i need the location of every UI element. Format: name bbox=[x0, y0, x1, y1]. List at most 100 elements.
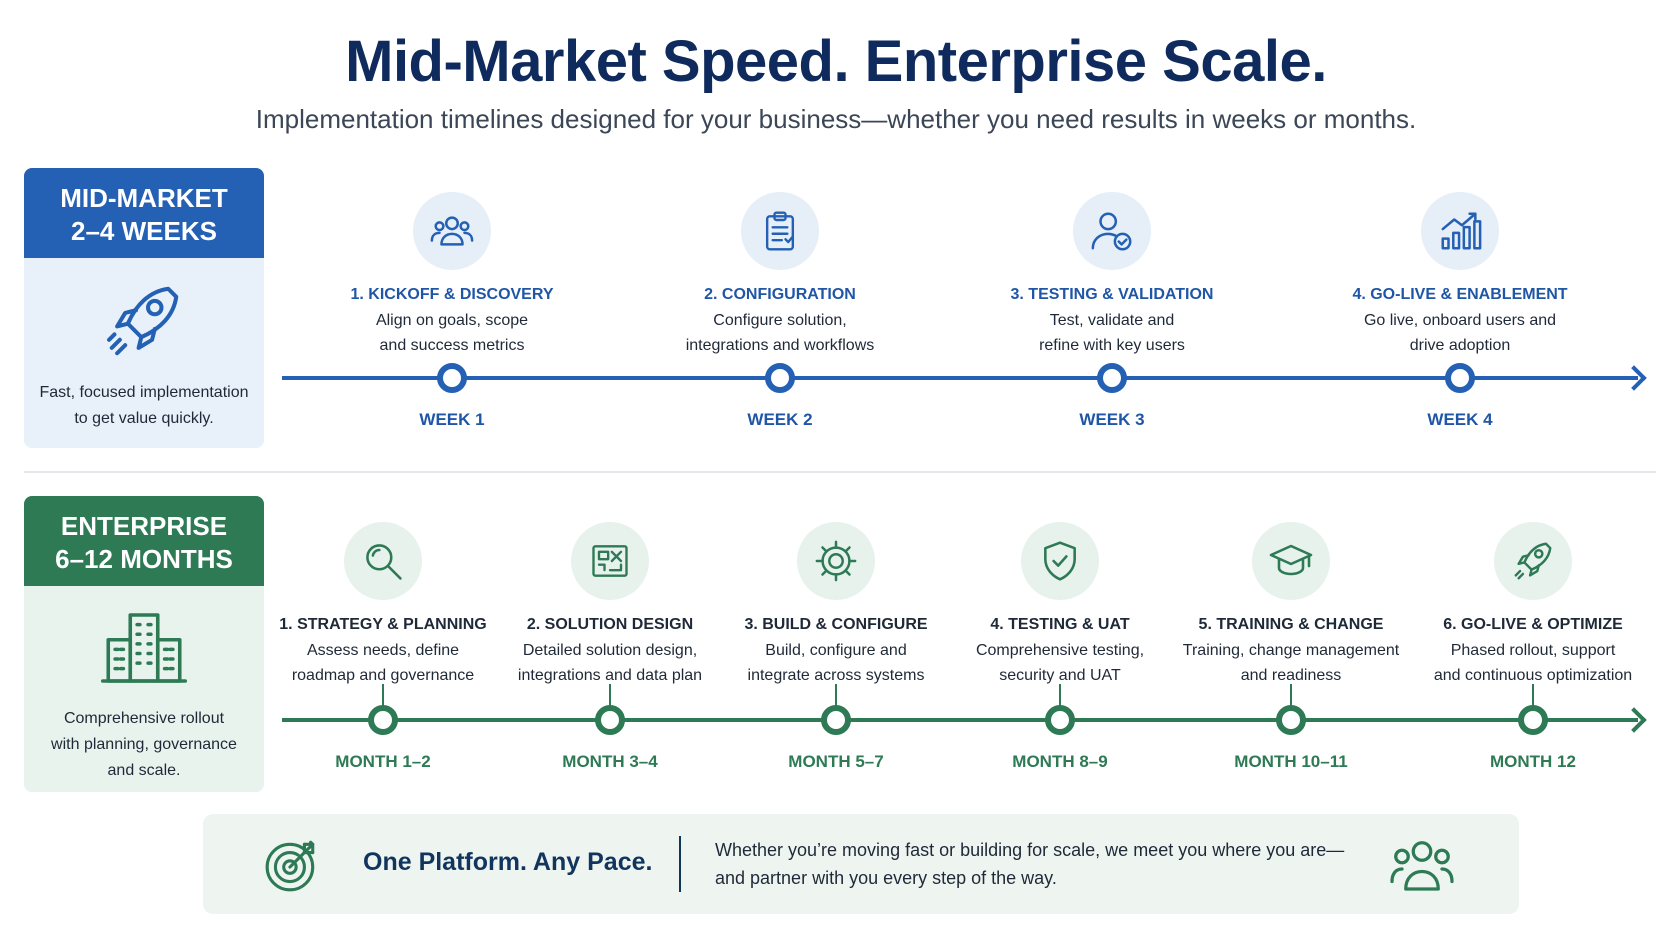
phase-label: MONTH 8–9 bbox=[1012, 752, 1108, 771]
step-desc: refine with key users bbox=[1039, 337, 1185, 354]
phase-label: WEEK 4 bbox=[1427, 410, 1493, 429]
rocket-icon bbox=[1514, 542, 1552, 580]
enterprise-card-desc: Comprehensive rollout bbox=[63, 710, 225, 727]
mid-market-timeline-arrow bbox=[1621, 365, 1647, 391]
step-desc: Test, validate and bbox=[1049, 312, 1175, 329]
step-icon-circle bbox=[1494, 522, 1572, 600]
mid-market-card-title: MID-MARKET bbox=[60, 183, 228, 213]
mid-market-card-header: MID-MARKET 2–4 WEEKS bbox=[24, 168, 264, 258]
step-desc: drive adoption bbox=[1409, 337, 1511, 354]
user-check-icon bbox=[1091, 212, 1132, 251]
mid-market-step: 1. KICKOFF & DISCOVERY Align on goals, s… bbox=[332, 192, 572, 358]
phase-label: MONTH 10–11 bbox=[1234, 752, 1348, 771]
timeline-node bbox=[1518, 705, 1548, 735]
step-title: 3. TESTING & VALIDATION bbox=[1010, 286, 1214, 303]
mid-market-card: MID-MARKET 2–4 WEEKS Fast, focused imple… bbox=[24, 168, 264, 448]
phase-label: WEEK 3 bbox=[1079, 410, 1145, 429]
step-desc: Assess needs, define bbox=[306, 642, 460, 659]
mid-market-card-desc: Fast, focused implementation bbox=[39, 384, 249, 401]
enterprise-card-duration: 6–12 MONTHS bbox=[55, 544, 233, 574]
timeline-tick bbox=[1532, 684, 1534, 706]
step-desc: Configure solution, bbox=[713, 312, 847, 329]
step-title: 4. GO-LIVE & ENABLEMENT bbox=[1352, 286, 1568, 303]
rocket-icon bbox=[107, 286, 179, 356]
enterprise-step: 6. GO-LIVE & OPTIMIZE Phased rollout, su… bbox=[1413, 522, 1653, 688]
step-title: 3. BUILD & CONFIGURE bbox=[744, 616, 928, 633]
footer-separator bbox=[679, 836, 681, 892]
timeline-tick bbox=[609, 684, 611, 706]
step-icon-circle bbox=[1021, 522, 1099, 600]
phase-label: MONTH 3–4 bbox=[562, 752, 658, 771]
step-title: 1. STRATEGY & PLANNING bbox=[279, 616, 487, 633]
enterprise-card-desc-2: with planning, governance bbox=[51, 736, 237, 753]
timeline-node bbox=[1045, 705, 1075, 735]
clipboard-icon bbox=[765, 211, 795, 251]
phase-label: WEEK 2 bbox=[747, 410, 813, 429]
step-title: 4. TESTING & UAT bbox=[990, 616, 1130, 633]
step-desc: integrations and workflows bbox=[685, 337, 875, 354]
timeline-node bbox=[1097, 363, 1127, 393]
phase-label: MONTH 5–7 bbox=[788, 752, 884, 771]
enterprise-timeline-line bbox=[282, 718, 1638, 722]
buildings-icon bbox=[100, 613, 188, 683]
gear-icon bbox=[815, 540, 857, 582]
phase-label: MONTH 1–2 bbox=[335, 752, 431, 771]
growth-chart-icon bbox=[1441, 212, 1482, 250]
timeline-tick bbox=[1290, 684, 1292, 706]
step-icon-circle bbox=[413, 192, 491, 270]
timeline-node bbox=[1276, 705, 1306, 735]
mid-market-step: 2. CONFIGURATION Configure solution, inte… bbox=[660, 192, 900, 358]
mid-market-card-desc-2: to get value quickly. bbox=[74, 410, 214, 427]
step-title: 2. SOLUTION DESIGN bbox=[526, 616, 694, 633]
step-desc: and continuous optimization bbox=[1433, 667, 1633, 684]
blueprint-icon bbox=[592, 545, 628, 577]
timeline-tick bbox=[1059, 684, 1061, 706]
step-desc: Training, change management bbox=[1182, 642, 1400, 659]
enterprise-step: 5. TRAINING & CHANGE Training, change ma… bbox=[1171, 522, 1411, 688]
timeline-node bbox=[821, 705, 851, 735]
enterprise-card: ENTERPRISE 6–12 MONTHS Comprehensive rol… bbox=[24, 496, 264, 792]
footer-text-2: and partner with you every step of the w… bbox=[715, 868, 1057, 888]
timeline-tick bbox=[835, 684, 837, 706]
step-icon-circle bbox=[1421, 192, 1499, 270]
step-desc: and success metrics bbox=[379, 337, 525, 354]
step-icon-circle bbox=[1252, 522, 1330, 600]
enterprise-card-header: ENTERPRISE 6–12 MONTHS bbox=[24, 496, 264, 586]
page-subtitle: Implementation timelines designed for yo… bbox=[255, 104, 1417, 134]
phase-label: WEEK 1 bbox=[419, 410, 485, 429]
step-title: 1. KICKOFF & DISCOVERY bbox=[350, 286, 554, 303]
enterprise-step: 2. SOLUTION DESIGN Detailed solution des… bbox=[490, 522, 730, 688]
enterprise-card-desc-3: and scale. bbox=[107, 762, 181, 779]
step-desc: and readiness bbox=[1240, 667, 1342, 684]
timeline-node bbox=[765, 363, 795, 393]
mid-market-step: 4. GO-LIVE & ENABLEMENT Go live, onboard… bbox=[1340, 192, 1580, 358]
page-title: Mid-Market Speed. Enterprise Scale. bbox=[345, 29, 1327, 94]
team-icon bbox=[430, 216, 474, 246]
enterprise-timeline-arrow bbox=[1621, 707, 1647, 733]
footer-text: Whether you’re moving fast or building f… bbox=[715, 840, 1345, 860]
mid-market-card-duration: 2–4 WEEKS bbox=[71, 216, 217, 246]
enterprise-step: 3. BUILD & CONFIGURE Build, configure an… bbox=[716, 522, 956, 688]
section-divider bbox=[24, 471, 1656, 473]
enterprise-card-title: ENTERPRISE bbox=[60, 511, 228, 541]
enterprise-step: 1. STRATEGY & PLANNING Assess needs, def… bbox=[263, 522, 503, 688]
step-title: 2. CONFIGURATION bbox=[704, 286, 856, 303]
step-icon-circle bbox=[741, 192, 819, 270]
mid-market-timeline-line bbox=[282, 376, 1638, 380]
timeline-node bbox=[1445, 363, 1475, 393]
step-title: 5. TRAINING & CHANGE bbox=[1198, 616, 1384, 633]
step-desc: integrate across systems bbox=[747, 667, 925, 684]
enterprise-step: 4. TESTING & UAT Comprehensive testing,s… bbox=[940, 522, 1180, 688]
team-icon bbox=[1390, 841, 1454, 891]
step-icon-circle bbox=[571, 522, 649, 600]
step-title: 6. GO-LIVE & OPTIMIZE bbox=[1443, 616, 1623, 633]
step-desc: integrations and data plan bbox=[517, 667, 703, 684]
timeline-node bbox=[368, 705, 398, 735]
timeline-tick bbox=[382, 684, 384, 706]
footer-title: One Platform. Any Pace. bbox=[363, 848, 653, 876]
timeline-node bbox=[595, 705, 625, 735]
step-desc: Phased rollout, support bbox=[1450, 642, 1616, 659]
step-icon-circle bbox=[1073, 192, 1151, 270]
timeline-node bbox=[437, 363, 467, 393]
phase-label: MONTH 12 bbox=[1490, 752, 1576, 771]
